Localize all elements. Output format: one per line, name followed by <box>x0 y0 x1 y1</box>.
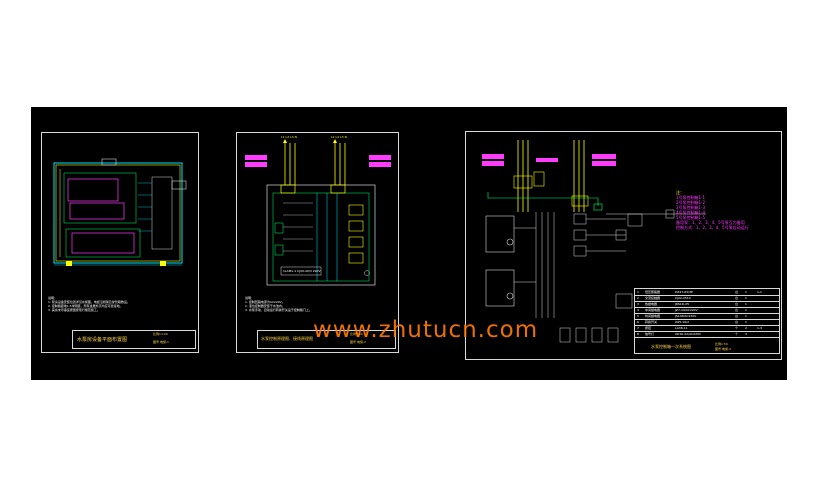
table-cell: 1 <box>745 296 747 300</box>
table-cell: 5 <box>637 314 639 318</box>
note-line: 2. 控制箱距地1.5米明装，所有金属外壳均应可靠接地。 <box>48 304 123 308</box>
table-cell: LA38-11 <box>675 326 688 330</box>
scale-label: 比例1:50 <box>350 332 363 336</box>
table-cell: 8 <box>637 332 639 336</box>
notes-block: 说明： 1. 控制回路电源为AC220V。 2. 液位控制器安装于水池内。 3.… <box>245 296 312 312</box>
scale-label: 比例1:100 <box>153 332 168 336</box>
title-block: 水泵房设备平面布置图 比例1:100 图号 电施-1 <box>72 330 196 349</box>
table-cell: 台 <box>735 308 739 312</box>
table-cell: 转换开关 <box>645 320 658 324</box>
table-cell: 低压断路器 <box>645 290 661 294</box>
note-line: 2. 液位控制器安装于水池内。 <box>245 304 285 308</box>
table-cell: 2 <box>637 296 639 300</box>
bus-label-right: L1 L2 L3 N <box>331 135 347 139</box>
table-row: 3 热继电器 JRS1D-25 台 1 <box>635 301 779 308</box>
table-cell: 1 <box>745 314 747 318</box>
drawing-number: 图号 电施-3 <box>715 347 731 351</box>
table-cell: 3 <box>637 302 639 306</box>
schematic-graphic <box>245 139 391 286</box>
scale-label: 比例1:50 <box>715 342 728 346</box>
drawing-number: 图号 电施-1 <box>153 340 169 344</box>
table-cell: 1 <box>637 290 639 294</box>
table-cell: 个 <box>735 326 739 330</box>
cad-model-space[interactable]: 说明： 1. 泵房设备安装位置详见水施图，电缆沿桥架及穿管暗敷设。 2. 控制箱… <box>31 107 787 380</box>
table-row: 4 中间继电器 JZ7-44/AC220V 台 1 <box>635 307 779 314</box>
table-row: 2 交流接触器 CJX2-2510 台 1 <box>635 295 779 302</box>
legend-line: 控制方式：1、2、3、4、5号泵自动运行 <box>676 225 749 230</box>
legend-line: 4号泵控制箱1-4 <box>676 210 706 215</box>
note-line: 3. 水泵手动、自动运行转换开关设于控制箱门上。 <box>245 308 312 312</box>
table-row: 5 时间继电器 JS14P/AC220V 台 1 <box>635 313 779 320</box>
legend-line: 3号泵控制箱1-3 <box>676 205 706 210</box>
legend-line: 1号泵控制箱1-1 <box>676 195 706 200</box>
table-cell: 1 <box>745 302 747 306</box>
table-cell: 按钮 <box>645 326 652 330</box>
table-cell: 中间继电器 <box>645 308 661 312</box>
table-cell: 个 <box>735 332 739 336</box>
table-cell: 7 <box>637 326 639 330</box>
table-cell: 6 <box>637 320 639 324</box>
table-cell: LW5-16/2 <box>675 320 690 324</box>
drawing-sheet-3: 注： 1号泵控制箱1-1 2号泵控制箱1-2 3号泵控制箱1-3 4号泵控制箱1… <box>465 131 782 360</box>
notes-block: 说明： 1. 泵房设备安装位置详见水施图，电缆沿桥架及穿管暗敷设。 2. 控制箱… <box>48 296 130 312</box>
note-line: 说明： <box>48 296 58 300</box>
equipment-table: 1 低压断路器 DZ47-63/3P 台 1 1-1 2 交流接触器 CJX2-2510 台 1 3 热… <box>634 288 780 354</box>
table-cell: AD16-22/AC220V <box>675 332 701 336</box>
drawing-title: 水泵控制原理图、接线原理图 <box>261 336 313 341</box>
table-cell: 台 <box>735 314 739 318</box>
note-line: 3. 其余未尽事宜按国家现行规范施工。 <box>48 308 100 312</box>
table-cell: 台 <box>735 296 739 300</box>
table-cell: 3 <box>745 332 747 336</box>
legend-line: 备用泵：1、2、3、4、5号泵互为备用 <box>676 220 745 225</box>
note-line: 1. 控制回路电源为AC220V。 <box>245 300 285 304</box>
table-cell: 1 <box>745 320 747 324</box>
legend-line: 2号泵控制箱1-2 <box>676 200 706 205</box>
table-cell: 台 <box>735 320 739 324</box>
table-cell: 1-3 <box>757 326 762 330</box>
table-cell: JS14P/AC220V <box>675 314 697 318</box>
legend-line: 5号泵控制箱1-5 <box>676 215 706 220</box>
table-cell: DZ47-63/3P <box>675 290 693 294</box>
note-line: 说明： <box>245 296 255 300</box>
table-row: 8 信号灯 AD16-22/AC220V 个 3 <box>635 331 779 338</box>
bus-label-left: L1 L2 L3 N <box>281 135 297 139</box>
watermark: www.zhutucn.com <box>313 317 539 343</box>
table-cell: 4 <box>637 308 639 312</box>
floor-plan-graphic <box>53 158 187 266</box>
table-row: 6 转换开关 LW5-16/2 台 1 <box>635 319 779 326</box>
title-block: 水泵控制原理图、接线原理图 比例1:50 图号 电施-2 <box>257 330 396 349</box>
single-line-graphic <box>482 140 706 343</box>
note-line: 1. 泵房设备安装位置详见水施图，电缆沿桥架及穿管暗敷设。 <box>48 300 130 304</box>
table-cell: CJX2-2510 <box>675 296 691 300</box>
drawing-number: 图号 电施-2 <box>350 340 366 344</box>
table-cell: JRS1D-25 <box>675 302 689 306</box>
table-cell: 交流接触器 <box>645 296 661 300</box>
table-cell: 1-1 <box>757 290 762 294</box>
table-cell: 1 <box>745 290 747 294</box>
table-cell: 台 <box>735 290 739 294</box>
table-cell: 信号灯 <box>645 332 655 336</box>
table-cell: 热继电器 <box>645 302 658 306</box>
table-cell: 2 <box>745 326 747 330</box>
table-cell: JZ7-44/AC220V <box>675 308 698 312</box>
table-row: 7 按钮 LA38-11 个 2 1-3 <box>635 325 779 332</box>
legend-line: 注： <box>676 190 684 195</box>
legend-block: 注： 1号泵控制箱1-1 2号泵控制箱1-2 3号泵控制箱1-3 4号泵控制箱1… <box>676 190 749 230</box>
drawing-title: 水泵控制箱一次系统图 <box>651 344 691 349</box>
table-row: 1 低压断路器 DZ47-63/3P 台 1 1-1 <box>635 289 779 296</box>
drawing-title: 水泵房设备平面布置图 <box>77 337 128 343</box>
equipment-label: 1LAM1-1 CJ20-40/3 220V <box>283 269 321 273</box>
drawing-sheet-2: L1 L2 L3 N L1 L2 L3 N 1LAM1-1 CJ20-40/3 … <box>236 132 399 353</box>
table-cell: 时间继电器 <box>645 314 661 318</box>
table-cell: 1 <box>745 308 747 312</box>
drawing-sheet-1: 说明： 1. 泵房设备安装位置详见水施图，电缆沿桥架及穿管暗敷设。 2. 控制箱… <box>41 132 199 353</box>
table-cell: 台 <box>735 302 739 306</box>
